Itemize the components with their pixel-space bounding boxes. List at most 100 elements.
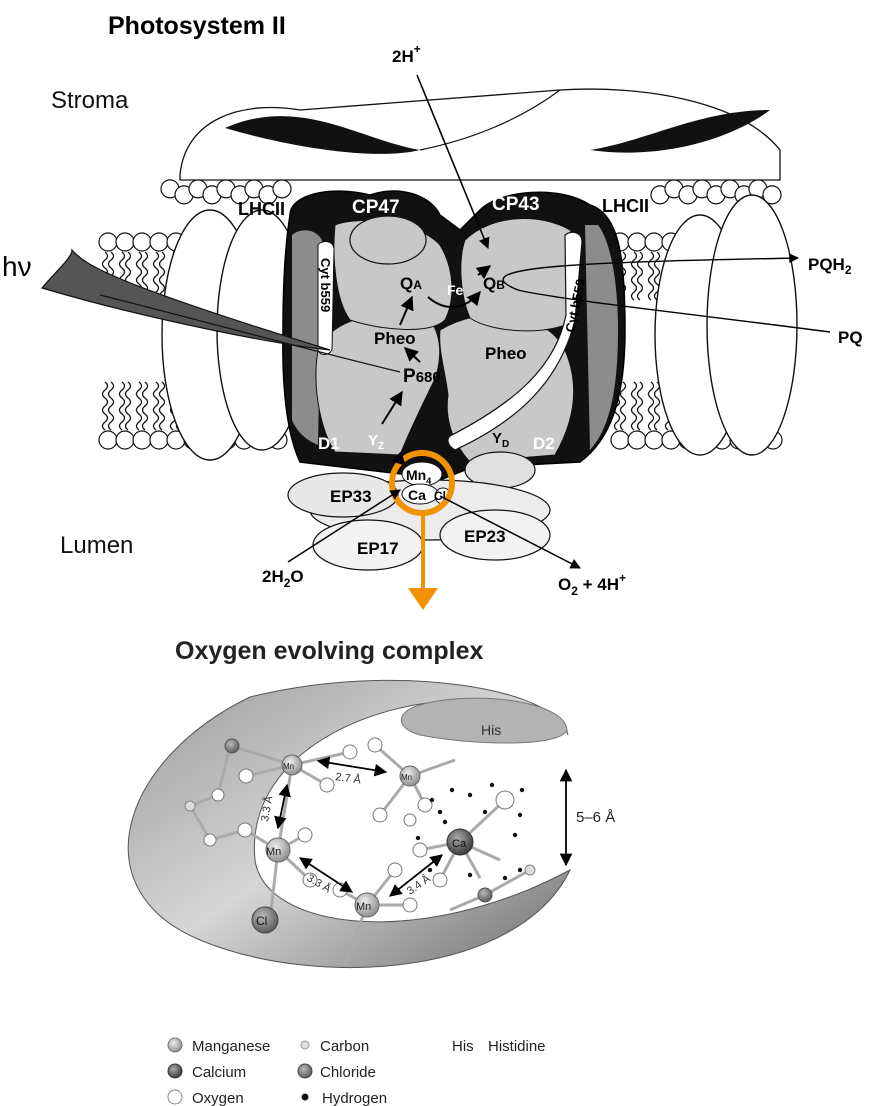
lipid-head [133,233,151,251]
ep33-label: EP33 [330,487,372,506]
distance-2-7-label: 2.7 Å [335,770,363,787]
lhcii-left-label: LHCII [238,199,285,219]
lipid-head [628,431,646,449]
carbon-atom [185,801,195,811]
lipid-tail [638,382,643,430]
oxygen-atom [373,808,387,822]
oxygen-release-label: O2 + 4H+ [558,571,626,598]
legend-chloride-icon [298,1064,312,1078]
lipid-tail [120,382,125,430]
oxygen-atom [204,834,216,846]
pheo-left-label: Pheo [374,329,416,348]
lipid-tail [160,382,165,430]
legend-carbon: Carbon [320,1038,369,1055]
carbon-atom [525,865,535,875]
lipid-head [116,233,134,251]
lipid-tail [126,382,131,430]
cyt-b559-left-label: Cyt b559 [318,258,333,312]
cp47-label: CP47 [352,197,400,218]
lipid-head [116,431,134,449]
legend-calcium: Calcium [192,1064,246,1081]
oxygen-atom [239,769,253,783]
carbon-atom [225,739,239,753]
lipid-tail [143,382,148,430]
lipid-tail [137,382,142,430]
distance-3-4-label: 3.4 Å [404,872,433,898]
cp43-label: CP43 [492,194,540,215]
hv-label: hν [2,251,32,282]
distance-5-6-label: 5–6 Å [576,809,615,826]
legend-carbon-icon [301,1041,309,1049]
mn-atom-label: Mn [356,901,371,913]
lipid-head [133,431,151,449]
pheo-right-label: Pheo [485,344,527,363]
lipid-tail [638,252,643,300]
oec-crescent [128,680,570,967]
oxygen-atom [298,828,312,842]
oxygen-atom [413,843,427,857]
lipid-head [628,233,646,251]
legend-hydrogen-icon [302,1094,309,1101]
lipid-tail [109,382,114,430]
water-label: 2H2O [262,567,304,590]
pqh2-label: PQH2 [808,255,852,277]
pq-label: PQ [838,328,863,347]
lipid-tail [649,252,654,300]
lipid-head [645,233,663,251]
lipid-head [611,431,629,449]
zoom-arrow-head [408,588,438,610]
lipid-tail [655,382,660,430]
legend-hydrogen: Hydrogen [322,1090,387,1106]
top-ribbon-structure [180,89,780,180]
legend-manganese: Manganese [192,1038,270,1055]
oxygen-atom [404,814,416,826]
cl-atom-label: Cl [256,914,267,928]
ca-atom-label: Ca [452,838,467,850]
p680-label: P680 [403,366,441,387]
oxygen-atom [320,778,334,792]
lipid-tail [154,382,159,430]
fe-label: Fe [447,282,464,298]
d2-label: D2 [533,434,555,453]
lipid-head [150,431,168,449]
oxygen-atom [368,738,382,752]
mn-atom-label: Mn [266,846,281,858]
oec-title: Oxygen evolving complex [175,637,484,665]
oxygen-atom [496,791,514,809]
oxygen-atom [212,789,224,801]
his-label: His [481,722,501,738]
oxygen-atom [238,823,252,837]
lipid-head [99,431,117,449]
lipid-head [99,233,117,251]
diagram-title: Photosystem II [108,12,286,40]
legend-calcium-icon [168,1064,182,1078]
lipid-tail [632,382,637,430]
lipid-tail [160,252,165,300]
lipid-tail [632,252,637,300]
legend-histidine: Histidine [488,1038,546,1055]
legend-oxygen: Oxygen [192,1090,244,1106]
ca-label: Ca [408,487,426,503]
lumen-label: Lumen [60,532,133,559]
oxygen-atom [343,745,357,759]
lipid-tail [621,382,626,430]
lipid-head [645,431,663,449]
ep23-label: EP23 [464,527,506,546]
mn-atom-label: Mn [401,773,412,782]
oxygen-atom [433,873,447,887]
ep17-label: EP17 [357,539,399,558]
mn-atom-label: Mn [283,762,294,771]
lipid-tail [649,382,654,430]
d1-label: D1 [318,434,340,453]
proton-uptake-label: 2H+ [392,42,421,66]
carbon-atom [478,888,492,902]
oxygen-atom [388,863,402,877]
oxygen-atom [403,898,417,912]
lipid-head [150,233,168,251]
legend-chloride: Chloride [320,1064,376,1081]
legend-oxygen-icon [168,1090,182,1104]
distance-3-3-diagonal-label: 3.3 Å [305,871,334,895]
lipid-tail [103,382,108,430]
lhcii-right-label: LHCII [602,196,649,216]
